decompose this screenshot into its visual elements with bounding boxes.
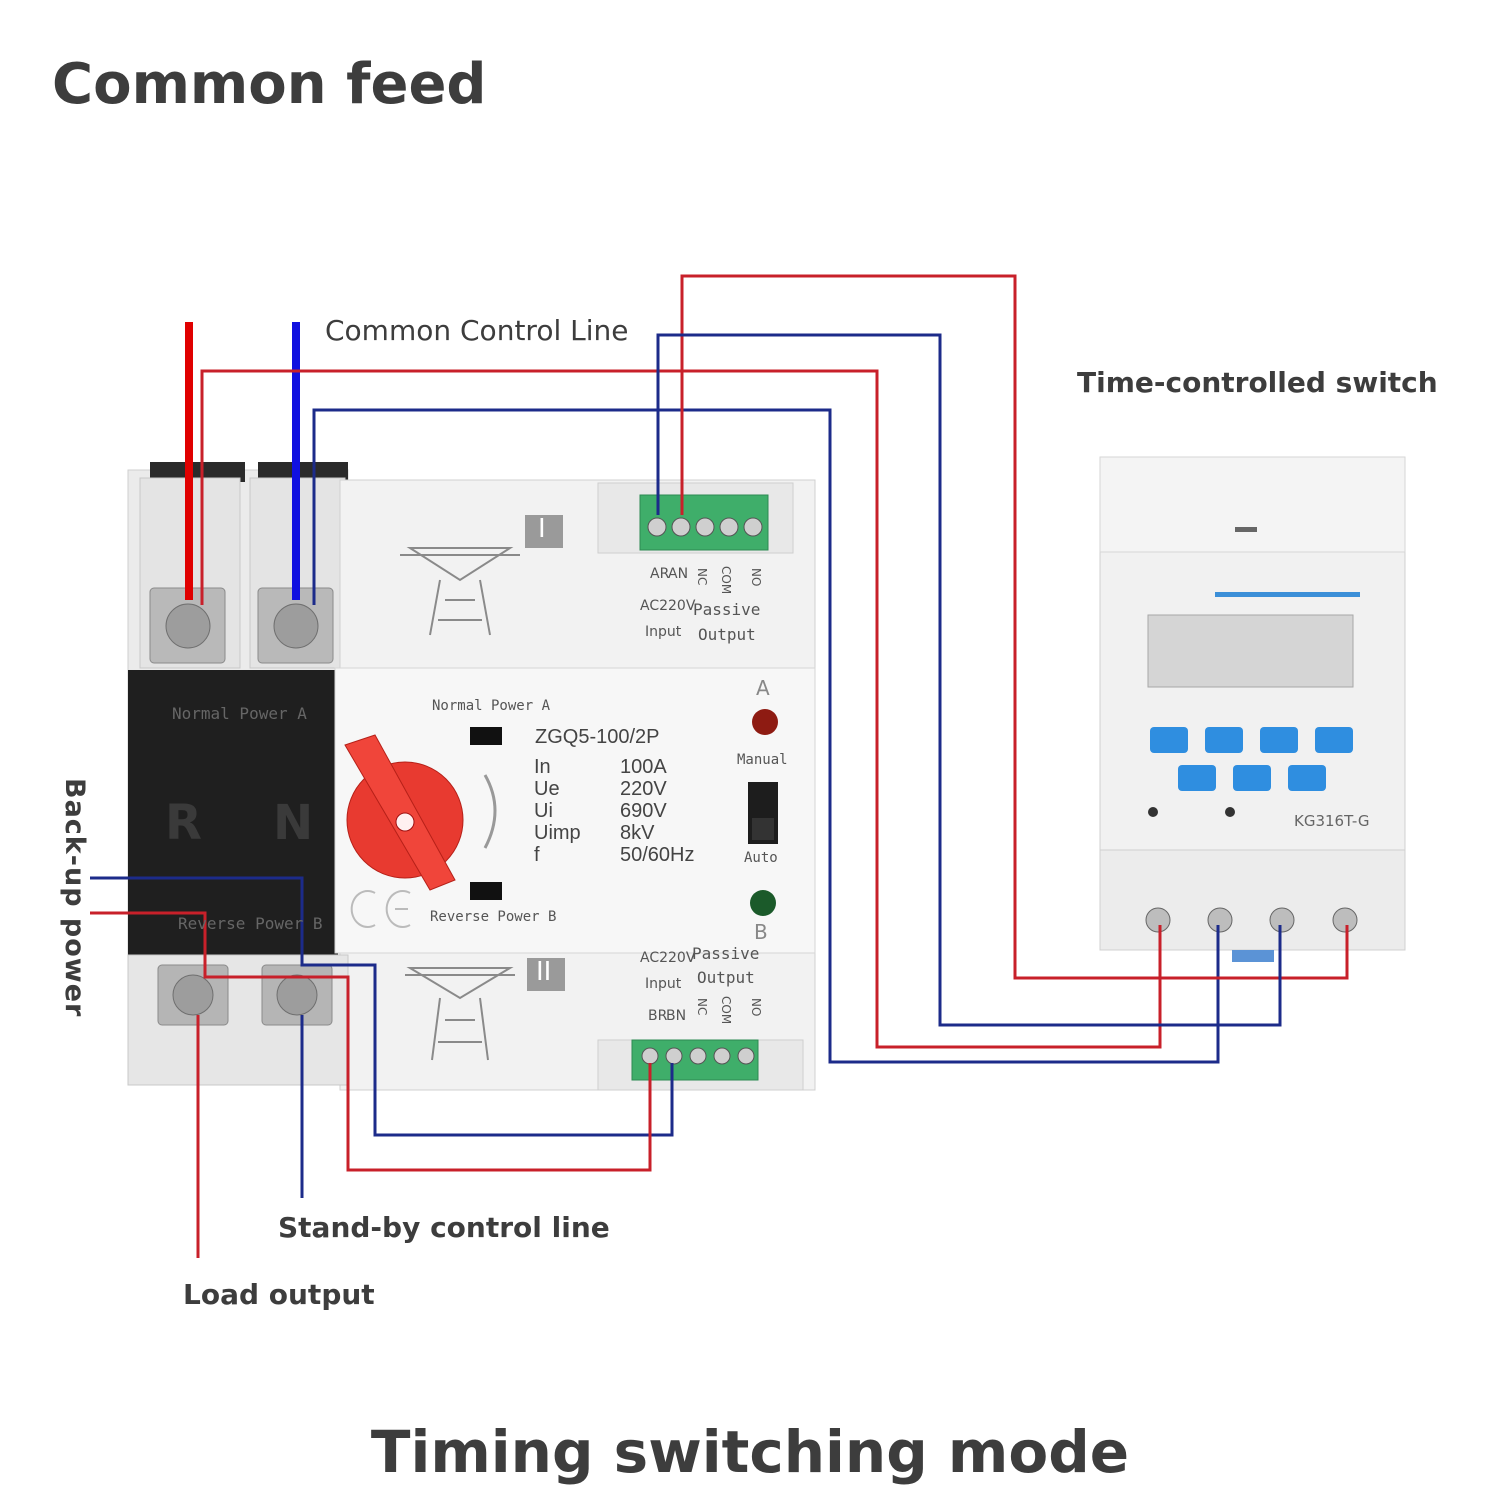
terminal-br: BR [648,1008,668,1024]
terminal-no: NO [749,998,763,1017]
reverse-power-label-dark: Reverse Power B [178,914,323,933]
pole-r-label: R [165,795,202,851]
terminal-nc: NC [695,998,709,1016]
spec-value: 8kV [620,822,655,844]
standby-control-line-label: Stand-by control line [278,1211,610,1244]
terminal-passive: Passive [692,944,760,963]
terminal-input: Input [645,624,682,640]
spec-value: 50/60Hz [620,844,695,866]
timer-buttons [1150,727,1353,791]
normal-power-label-dark: Normal Power A [172,704,307,723]
spec-name: Uimp [534,822,581,844]
terminal-input: Input [645,976,682,992]
terminal-com: COM [719,996,733,1025]
terminal-ac220v: AC220V [640,598,696,614]
terminal-an: AN [668,566,689,582]
ce-icon [350,890,411,928]
spec-value: 220V [620,778,667,800]
load-output-label: Load output [183,1278,375,1311]
spec-name: In [534,756,551,778]
common-control-line-label: Common Control Line [325,314,629,347]
terminal-ar: AR [650,566,670,582]
manual-label: Manual [737,752,788,768]
page-title: Common feed [52,52,487,117]
spec-name: Ue [534,778,560,800]
ats-device [127,462,816,1091]
pole-n-label: N [273,795,314,851]
spec-value: 100A [620,756,667,778]
indicator-a-label: A [756,676,770,700]
terminal-com: COM [719,566,733,595]
wires [90,274,1349,1258]
timer-device [1099,456,1406,962]
normal-power-label: Normal Power A [432,698,551,714]
pylon-icon [405,967,515,1061]
spec-value: 690V [620,800,667,822]
model-label: ZGQ5-100/2P [535,726,660,748]
terminal-output: Output [698,625,756,644]
terminal-ac220v: AC220V [640,950,696,966]
module-ii-label: II [536,957,552,987]
backup-power-label: Back-up power [59,778,90,1018]
pylon-icon [400,547,520,636]
auto-label: Auto [744,850,778,866]
terminal-output: Output [697,968,755,987]
time-controlled-switch-label: Time-controlled switch [1077,366,1438,399]
spec-name: f [534,844,540,866]
terminal-nc: NC [695,568,709,586]
mode-title: Timing switching mode [370,1418,1130,1486]
module-i-label: I [538,514,546,544]
spec-name: Ui [534,800,553,822]
timer-model-label: KG316T-G [1294,812,1370,830]
indicator-b-label: B [754,920,768,944]
terminal-passive: Passive [693,600,761,619]
terminal-no: NO [749,568,763,587]
terminal-bn: BN [666,1008,687,1024]
reverse-power-label: Reverse Power B [430,909,557,925]
